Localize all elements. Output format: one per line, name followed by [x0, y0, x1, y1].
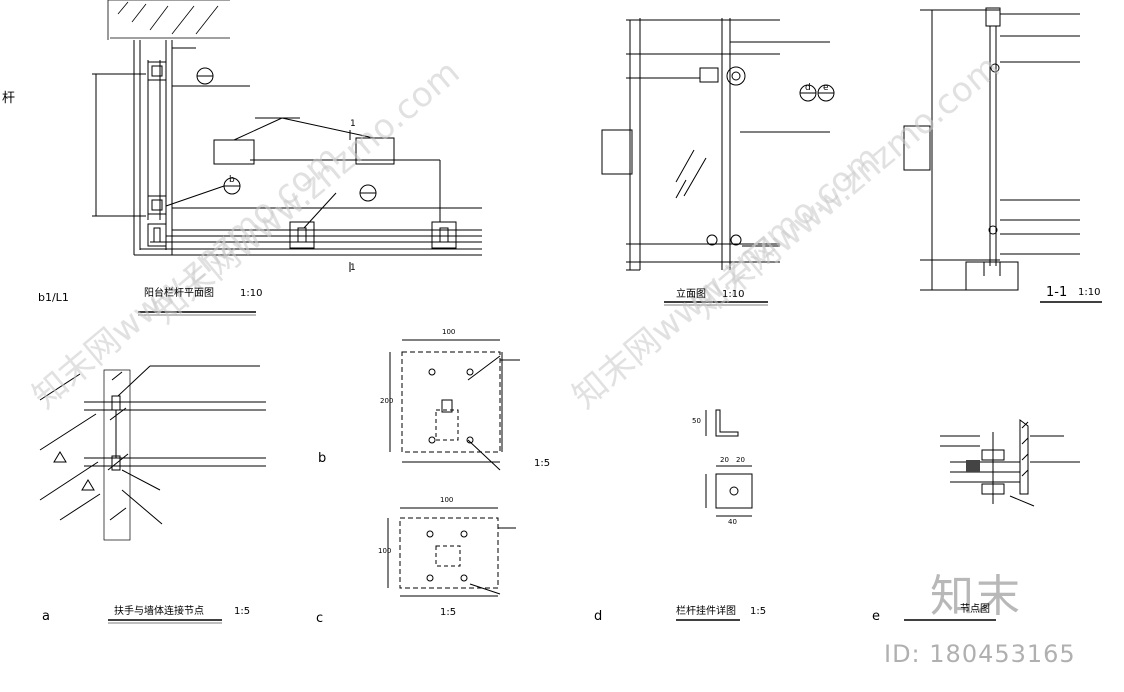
plate-b-width-dim: 100: [442, 328, 456, 336]
callout-b-plan: b: [229, 175, 235, 185]
image-id: ID: 180453165: [884, 640, 1076, 668]
detail-d-marker: d: [594, 609, 603, 624]
section-title: 1-1: [1046, 285, 1068, 300]
pad-dim-20a: 20: [720, 456, 729, 464]
partial-label-left: 杆: [2, 91, 16, 106]
detail-a-marker: a: [42, 609, 50, 624]
plan-wall-hatch: [107, 0, 230, 40]
detail-e: [904, 419, 1080, 621]
plate-b-height-dim: 200: [380, 397, 394, 405]
detail-d: [676, 409, 753, 621]
detail-b-marker: b: [318, 451, 327, 466]
angle-leg-dim: 50: [692, 417, 701, 425]
elevation-title: 立面图: [676, 289, 706, 300]
plate-c-width-dim: 100: [440, 496, 454, 504]
detail-c-scale: 1:5: [440, 607, 457, 618]
pad-dim-40: 40: [728, 518, 737, 526]
detail-c-marker: c: [316, 611, 324, 626]
section-view: [903, 7, 1102, 303]
cut-1-bottom: 1: [350, 263, 356, 273]
pad-dim-20b: 20: [736, 456, 745, 464]
plan-title: 阳台栏杆平面图: [144, 288, 214, 299]
detail-a-scale: 1:5: [234, 606, 251, 617]
plan-view: [92, 0, 482, 316]
callout-e-elev: e: [823, 83, 829, 93]
section-scale: 1:10: [1078, 287, 1101, 298]
callout-d-elev: d: [805, 83, 811, 93]
plan-ref-label: b1/L1: [38, 291, 69, 304]
watermark-logo: 知末: [930, 571, 1022, 622]
detail-b-plate: [389, 339, 520, 471]
cut-1-top: 1: [350, 119, 356, 129]
detail-a-title: 扶手与墙体连接节点: [114, 606, 204, 617]
detail-e-title: 节点图: [960, 604, 990, 615]
elevation-scale: 1:10: [722, 289, 745, 300]
detail-e-marker: e: [872, 609, 880, 624]
detail-a: [39, 365, 266, 624]
plate-c-height-dim: 100: [378, 547, 392, 555]
detail-c-plate: [387, 507, 516, 597]
detail-b-scale: 1:5: [534, 458, 551, 469]
detail-d-title: 栏杆挂件详图: [676, 606, 736, 617]
detail-d-scale: 1:5: [750, 606, 767, 617]
elevation-view: [601, 18, 835, 306]
plan-scale: 1:10: [240, 288, 263, 299]
